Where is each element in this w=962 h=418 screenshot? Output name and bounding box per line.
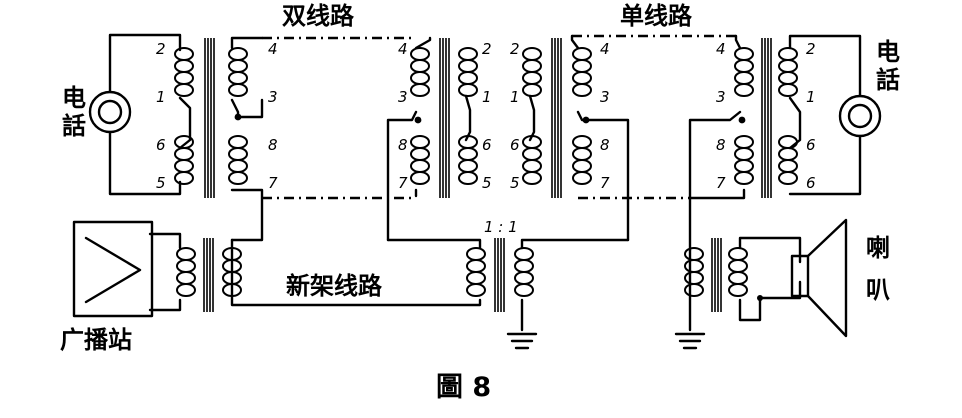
term-t3-left-3: 7 (716, 174, 726, 192)
figure-caption: 圖 8 (436, 372, 491, 403)
coil-amp-primary (176, 247, 196, 297)
coil-1to1-primary (466, 247, 486, 297)
term-t1-right-3: 7 (268, 174, 278, 192)
coil-t1-left-bottom (174, 135, 194, 185)
phone-right-label-1: 电 (876, 38, 900, 66)
new-rack-line-label: 新架线路 (286, 272, 383, 300)
term-t2-right-0: 4 (600, 40, 610, 58)
coil-t2-mida-bottom (458, 135, 478, 185)
coil-t1-left-top (174, 47, 194, 97)
ground-icon-middle (506, 332, 538, 350)
term-t3-left-1: 3 (716, 88, 726, 106)
term-t2-midb-0: 2 (510, 40, 520, 58)
core-spk (711, 238, 722, 312)
core-t2-a (439, 38, 450, 198)
coil-t2-midb-bottom (522, 135, 542, 185)
coil-t2-mida-top (458, 47, 478, 97)
telephone-left-icon (88, 90, 132, 134)
coil-t2-left-bottom (410, 135, 430, 185)
term-t2-mida-2: 6 (482, 136, 492, 154)
term-t2-midb-2: 6 (510, 136, 520, 154)
core-t1 (204, 38, 215, 198)
coil-spk-secondary (728, 247, 748, 297)
coil-t3-right-top (778, 47, 798, 97)
coil-1to1-secondary (514, 247, 534, 297)
term-t2-right-2: 8 (600, 136, 610, 154)
term-t2-left-1: 3 (398, 88, 408, 106)
loudspeaker-icon (790, 218, 848, 338)
double-line-label: 双线路 (282, 2, 355, 30)
term-t2-midb-3: 5 (510, 174, 520, 192)
coil-t2-right-bottom (572, 135, 592, 185)
term-t1-right-0: 4 (268, 40, 278, 58)
term-t2-right-3: 7 (600, 174, 610, 192)
telephone-right-icon (838, 94, 882, 138)
amplifier-icon (72, 220, 154, 318)
core-t2-b (551, 38, 562, 198)
ratio-label: 1 : 1 (484, 218, 518, 236)
core-amp (203, 238, 214, 312)
term-t1-left-2: 6 (156, 136, 166, 154)
term-t1-left-1: 1 (156, 88, 166, 106)
transformer-coils (174, 47, 798, 297)
core-t3 (761, 38, 772, 198)
term-t3-left-0: 4 (716, 40, 726, 58)
term-t1-left-0: 2 (156, 40, 166, 58)
term-t2-mida-0: 2 (482, 40, 492, 58)
line-dashes (262, 34, 736, 200)
coil-t3-left-bottom (734, 135, 754, 185)
speaker-label-2: 叭 (866, 276, 890, 304)
term-t1-right-2: 8 (268, 136, 278, 154)
term-t3-right-3: 6 (806, 174, 816, 192)
coil-t2-right-top (572, 47, 592, 97)
broadcast-station-label: 广播站 (60, 326, 132, 354)
ground-icon-right (674, 332, 706, 350)
term-t1-right-1: 3 (268, 88, 278, 106)
coil-t2-midb-top (522, 47, 542, 97)
term-t3-right-2: 6 (806, 136, 816, 154)
coil-t1-right-top (228, 47, 248, 97)
coil-spk-primary (684, 247, 704, 297)
term-t1-left-3: 5 (156, 174, 166, 192)
term-t2-left-3: 7 (398, 174, 408, 192)
coil-t2-left-top (410, 47, 430, 97)
term-t2-midb-1: 1 (510, 88, 520, 106)
term-t2-mida-1: 1 (482, 88, 492, 106)
term-t2-right-1: 3 (600, 88, 610, 106)
phone-left-label-1: 电 (62, 84, 86, 112)
phone-right-label-2: 話 (876, 66, 900, 94)
wires (108, 33, 862, 332)
core-1to1 (494, 238, 505, 312)
speaker-label-1: 喇 (866, 234, 890, 262)
term-t3-right-1: 1 (806, 88, 816, 106)
term-t2-left-2: 8 (398, 136, 408, 154)
coil-t1-right-bottom (228, 135, 248, 185)
term-t2-left-0: 4 (398, 40, 408, 58)
transformer-cores (203, 38, 772, 312)
phone-left-label-2: 話 (62, 112, 86, 140)
single-line-label: 单线路 (620, 2, 693, 30)
coil-t3-left-top (734, 47, 754, 97)
term-t2-mida-3: 5 (482, 174, 492, 192)
term-t3-right-0: 2 (806, 40, 816, 58)
term-t3-left-2: 8 (716, 136, 726, 154)
